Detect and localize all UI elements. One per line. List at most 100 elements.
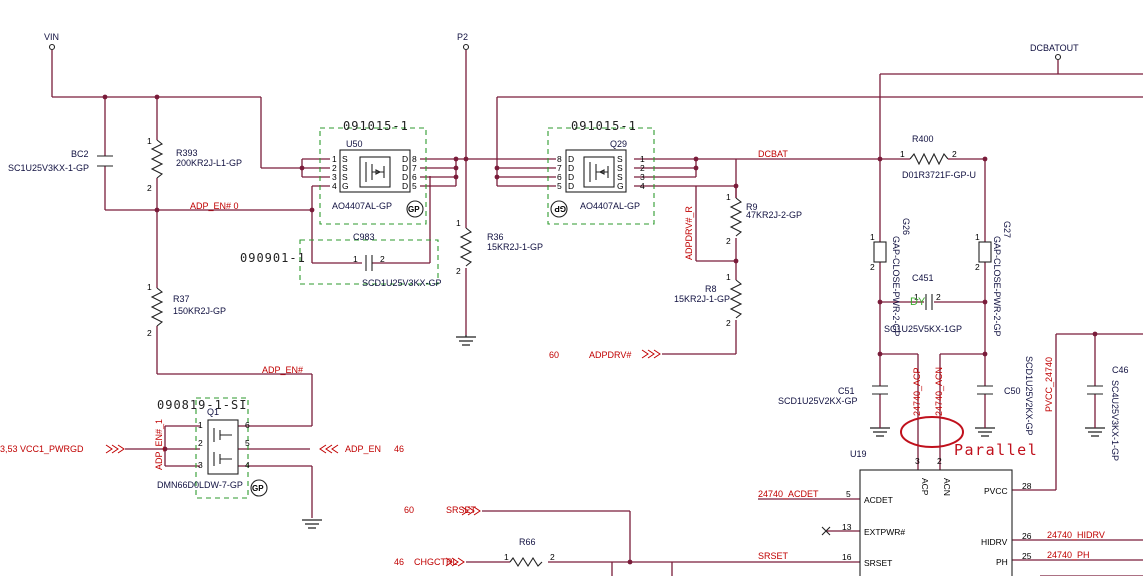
r37-ref: R37 bbox=[173, 294, 190, 304]
c51-ref: C51 bbox=[838, 386, 855, 396]
capacitor-bc2: BC2 SC1U25V3KX-1-GP bbox=[8, 149, 113, 173]
ic-u19: U19 5 ACDET 13 EXTPWR# 16 SRSET 3 ACP 2 … bbox=[821, 449, 1032, 576]
svg-text:6: 6 bbox=[412, 172, 417, 182]
svg-text:D: D bbox=[568, 163, 574, 173]
net-vin: VIN bbox=[44, 32, 59, 42]
capacitor-c46: C46 SC4U25V3KX-1-GP bbox=[1087, 365, 1129, 461]
group-label-q29: 091015-1 bbox=[571, 119, 637, 133]
svg-text:8: 8 bbox=[412, 154, 417, 164]
c983-part: SCD1U25V3KX-GP bbox=[362, 278, 442, 288]
svg-text:5: 5 bbox=[846, 489, 851, 499]
svg-text:EXTPWR#: EXTPWR# bbox=[864, 527, 905, 537]
ground-icon bbox=[302, 519, 322, 529]
net-acdet: 24740_ACDET bbox=[758, 489, 819, 499]
svg-text:4: 4 bbox=[332, 181, 337, 191]
c50-ref: C50 bbox=[1004, 386, 1021, 396]
ref-vcc1: 3,53 bbox=[0, 444, 18, 454]
power-ports: VIN P2 DCBATOUT bbox=[44, 32, 1079, 61]
svg-text:1: 1 bbox=[640, 154, 645, 164]
svg-text:1: 1 bbox=[456, 218, 461, 228]
svg-text:2: 2 bbox=[456, 266, 461, 276]
ref-chgctrl: 46 bbox=[394, 557, 404, 567]
resistor-r37: 1 2 R37 150KR2J-GP bbox=[147, 282, 226, 338]
r36-part: 15KR2J-1-GP bbox=[487, 242, 543, 252]
u19-ref: U19 bbox=[850, 449, 867, 459]
svg-text:1: 1 bbox=[504, 552, 509, 562]
r8-ref: R8 bbox=[705, 284, 717, 294]
ground-symbols bbox=[302, 335, 1105, 529]
ref-adpdrv: 60 bbox=[549, 350, 559, 360]
svg-text:6: 6 bbox=[557, 172, 562, 182]
svg-text:S: S bbox=[617, 163, 623, 173]
svg-text:S: S bbox=[342, 154, 348, 164]
q1-ref: Q1 bbox=[207, 407, 219, 417]
svg-text:3: 3 bbox=[198, 460, 203, 470]
ground-icon bbox=[975, 427, 995, 437]
svg-text:1: 1 bbox=[147, 136, 152, 146]
g27-part: GAP-CLOSE-PWR-2-GP bbox=[992, 236, 1002, 337]
svg-text:2: 2 bbox=[332, 163, 337, 173]
svg-text:5: 5 bbox=[245, 438, 250, 448]
svg-text:2: 2 bbox=[870, 262, 875, 272]
u50-part: AO4407AL-GP bbox=[332, 201, 392, 211]
net-adp-en-0: ADP_EN# 0 bbox=[190, 201, 239, 211]
r8-part: 15KR2J-1-GP bbox=[674, 294, 730, 304]
svg-text:SRSET: SRSET bbox=[864, 558, 892, 568]
c451-part: SC1U25V5KX-1GP bbox=[884, 324, 962, 334]
ground-icon bbox=[456, 335, 476, 346]
svg-text:PVCC: PVCC bbox=[984, 486, 1008, 496]
ref-srset: 60 bbox=[404, 505, 414, 515]
svg-text:D: D bbox=[568, 172, 574, 182]
ref-adp-en: 46 bbox=[394, 444, 404, 454]
svg-text:1: 1 bbox=[726, 272, 731, 282]
svg-text:2: 2 bbox=[640, 163, 645, 173]
net-adpdrv: ADPDRV# bbox=[589, 350, 631, 360]
net-acp: 24740_ACP bbox=[912, 367, 922, 416]
capacitor-c983: 1 2 C983 SCD1U25V3KX-GP bbox=[353, 232, 442, 288]
svg-text:5: 5 bbox=[557, 181, 562, 191]
net-adp-en-1: ADP_EN#_1 bbox=[154, 419, 164, 470]
c46-ref: C46 bbox=[1112, 365, 1129, 375]
svg-text:2: 2 bbox=[147, 183, 152, 193]
ground-icon bbox=[870, 427, 890, 437]
svg-text:D: D bbox=[568, 154, 574, 164]
net-adp-en: ADP_EN bbox=[345, 444, 381, 454]
net-srset-in: SRSET bbox=[446, 505, 477, 515]
svg-text:PH: PH bbox=[996, 557, 1008, 567]
svg-text:HIDRV: HIDRV bbox=[981, 537, 1008, 547]
svg-text:2: 2 bbox=[198, 438, 203, 448]
svg-text:D: D bbox=[402, 163, 408, 173]
svg-text:1: 1 bbox=[332, 154, 337, 164]
svg-text:28: 28 bbox=[1022, 481, 1032, 491]
c983-ref: C983 bbox=[353, 232, 375, 242]
net-acn: 24740_ACN bbox=[934, 367, 944, 416]
r9-ref: R9 bbox=[746, 202, 758, 212]
net-vcc1-pwrgd: VCC1_PWRGD bbox=[20, 444, 84, 454]
net-pvcc: PVCC_24740 bbox=[1044, 357, 1054, 412]
net-ph: 24740_PH bbox=[1047, 550, 1090, 560]
svg-text:3: 3 bbox=[332, 172, 337, 182]
svg-text:2: 2 bbox=[726, 236, 731, 246]
c51-part: SCD1U25V2KX-GP bbox=[778, 396, 858, 406]
net-p2: P2 bbox=[457, 32, 468, 42]
net-chgctrl: CHGCTRL bbox=[414, 557, 458, 567]
svg-text:3: 3 bbox=[640, 172, 645, 182]
svg-text:D: D bbox=[402, 154, 408, 164]
ground-icon bbox=[1085, 427, 1105, 437]
svg-text:7: 7 bbox=[412, 163, 417, 173]
resistor-r36: 1 2 R36 15KR2J-1-GP bbox=[456, 218, 543, 276]
resistor-r393: 1 2 R393 200KR2J-L1-GP bbox=[147, 136, 242, 193]
capacitor-c50: C50 bbox=[977, 385, 1021, 396]
r66-ref: R66 bbox=[519, 537, 536, 547]
parallel-highlight bbox=[900, 416, 964, 448]
group-label-u50: 091015-1 bbox=[343, 119, 409, 133]
c451-ref: C451 bbox=[912, 273, 934, 283]
q29-part: AO4407AL-GP bbox=[580, 201, 640, 211]
svg-text:ACDET: ACDET bbox=[864, 495, 893, 505]
r393-part: 200KR2J-L1-GP bbox=[176, 158, 242, 168]
svg-text:2: 2 bbox=[952, 149, 957, 159]
group-boxes: 091015-1 091015-1 090901-1 090819-1-SI bbox=[157, 119, 655, 499]
group-label-q1: 090819-1-SI bbox=[157, 398, 247, 412]
resistor-r400: 1 2 R400 D01R3721F-GP-U bbox=[900, 134, 976, 180]
